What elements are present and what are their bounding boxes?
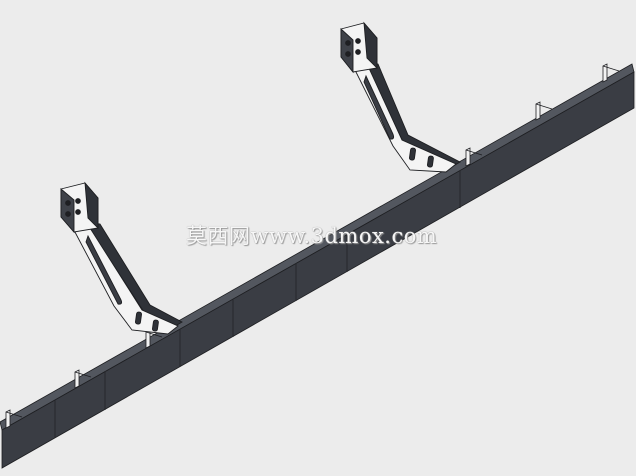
right-bracket xyxy=(340,21,461,173)
watermark-text: 莫西网www.3dmox.com xyxy=(186,224,438,248)
left-bracket xyxy=(60,181,183,335)
beam-web xyxy=(1,71,635,469)
stiffener-tabs xyxy=(5,63,620,429)
beam-seams xyxy=(54,170,461,438)
